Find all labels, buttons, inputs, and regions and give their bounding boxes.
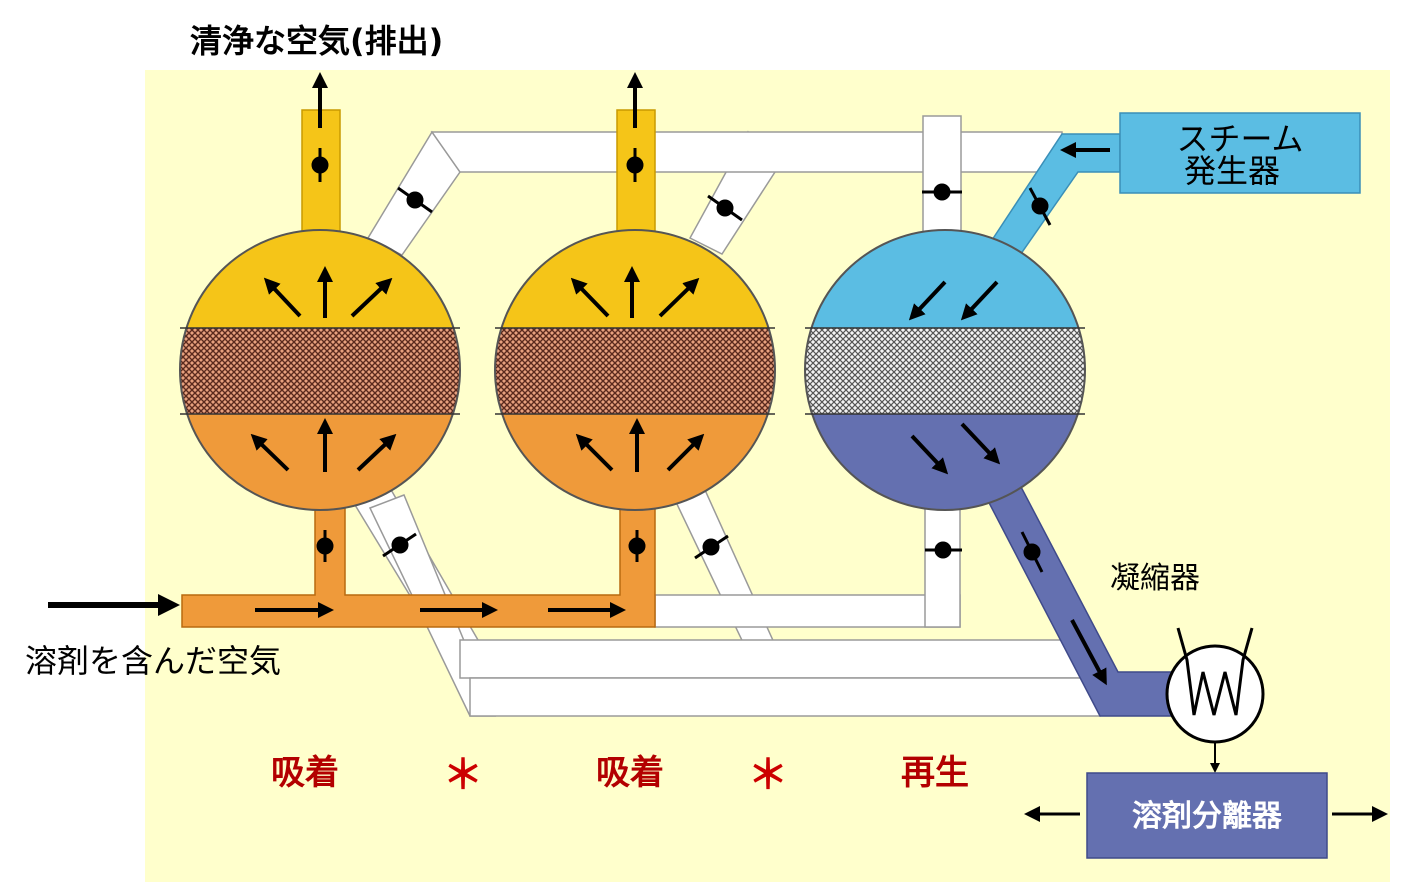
valve-icon (707, 194, 743, 222)
valve-icon (1020, 531, 1044, 573)
condenser-icon (1165, 627, 1265, 773)
solvent-separator (1086, 772, 1328, 859)
separator-label: 溶剤分離器 (1132, 799, 1283, 834)
valve-icon (626, 148, 644, 182)
state-label-tank-3: 再生 (901, 753, 969, 793)
steam-generator-label-line2: 発生器 (1184, 152, 1280, 190)
state-separator-1: ＊ (443, 752, 483, 798)
condenser-label: 凝縮器 (1110, 561, 1200, 596)
valve-icon (397, 186, 433, 214)
inlet-header (181, 504, 656, 628)
solvent-air-label: 溶剤を含んだ空気 (25, 642, 281, 680)
valve-icon (628, 530, 646, 562)
steam-generator (1119, 112, 1361, 194)
valves (311, 148, 1052, 573)
valve-icon (694, 534, 729, 560)
valve-icon (316, 530, 334, 562)
valve-icon (922, 183, 962, 201)
valve-icon (1028, 187, 1052, 226)
valve-icon (925, 541, 962, 559)
valve-icon (382, 532, 417, 558)
state-separator-2: ＊ (748, 752, 788, 798)
state-label-tank-2: 吸着 (596, 753, 664, 793)
valve-icon (311, 148, 329, 182)
flow-arrows (250, 72, 1110, 686)
clean-air-label: 清浄な空気(排出) (190, 22, 443, 60)
state-label-tank-1: 吸着 (271, 753, 339, 793)
steam-generator-label-line1: スチーム (1176, 120, 1303, 158)
